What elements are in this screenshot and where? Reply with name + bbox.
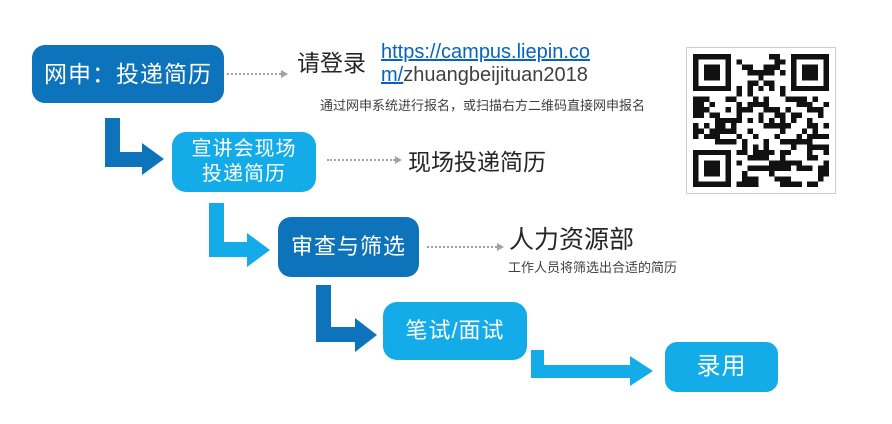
campus-url-suffix: zhuangbeijituan2018: [403, 64, 588, 86]
qr-code: [686, 47, 836, 194]
flow-box-label: 审查与筛选: [290, 234, 406, 260]
flow-box-hired: 录用: [665, 342, 778, 392]
flow-box-label: 笔试/面试: [405, 318, 505, 344]
flow-box-label: 宣讲会现场 投递简历: [191, 138, 297, 185]
flow-box-label: 网申：投递简历: [44, 60, 212, 87]
onsite-submission-text: 现场投递简历: [408, 149, 546, 175]
hr-screening-note: 工作人员将筛选出合适的简历: [508, 260, 678, 275]
login-prefix-text: 请登录: [297, 50, 366, 76]
hr-department-title: 人力资源部: [509, 226, 635, 254]
flow-box-review-screening: 审查与筛选: [278, 217, 419, 277]
flow-box-written-interview: 笔试/面试: [383, 302, 527, 360]
flow-box-onsite-submission: 宣讲会现场 投递简历: [172, 132, 316, 192]
flow-box-label: 录用: [696, 353, 747, 380]
online-application-note: 通过网申系统进行报名，或扫描右方二维码直接网申报名: [320, 98, 646, 113]
flow-box-online-application: 网申：投递简历: [32, 45, 224, 103]
